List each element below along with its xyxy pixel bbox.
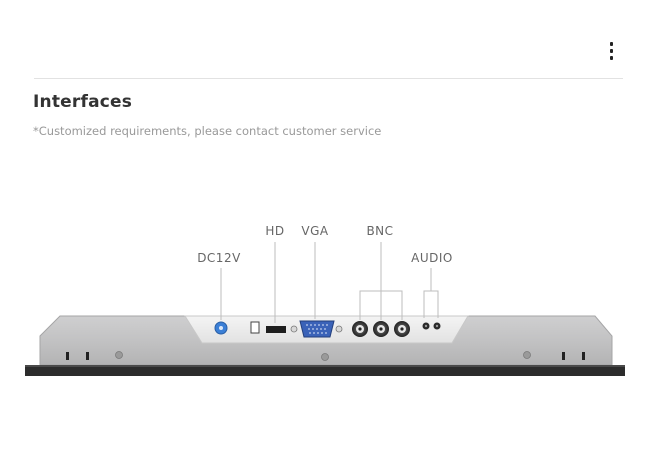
section-subtitle: *Customized requirements, please contact… <box>33 124 382 138</box>
label-bnc: BNC <box>366 224 393 238</box>
vent-slots <box>66 352 585 360</box>
leader-lines <box>220 242 439 323</box>
header-divider <box>34 78 623 79</box>
vertical-dots-icon <box>610 42 613 46</box>
menu-button[interactable] <box>604 40 620 62</box>
section-title: Interfaces <box>33 92 133 112</box>
label-dc12v: DC12V <box>197 251 241 265</box>
bnc-connectors <box>352 321 410 337</box>
audio-jacks <box>422 322 441 330</box>
label-audio: AUDIO <box>411 251 453 265</box>
screws <box>115 351 531 361</box>
label-hd: HD <box>265 224 284 238</box>
monitor-bezel <box>25 365 625 376</box>
vga-connector <box>290 320 343 338</box>
label-vga: VGA <box>301 224 329 238</box>
dc12v-connector <box>214 321 228 335</box>
hd-connector <box>250 321 286 334</box>
